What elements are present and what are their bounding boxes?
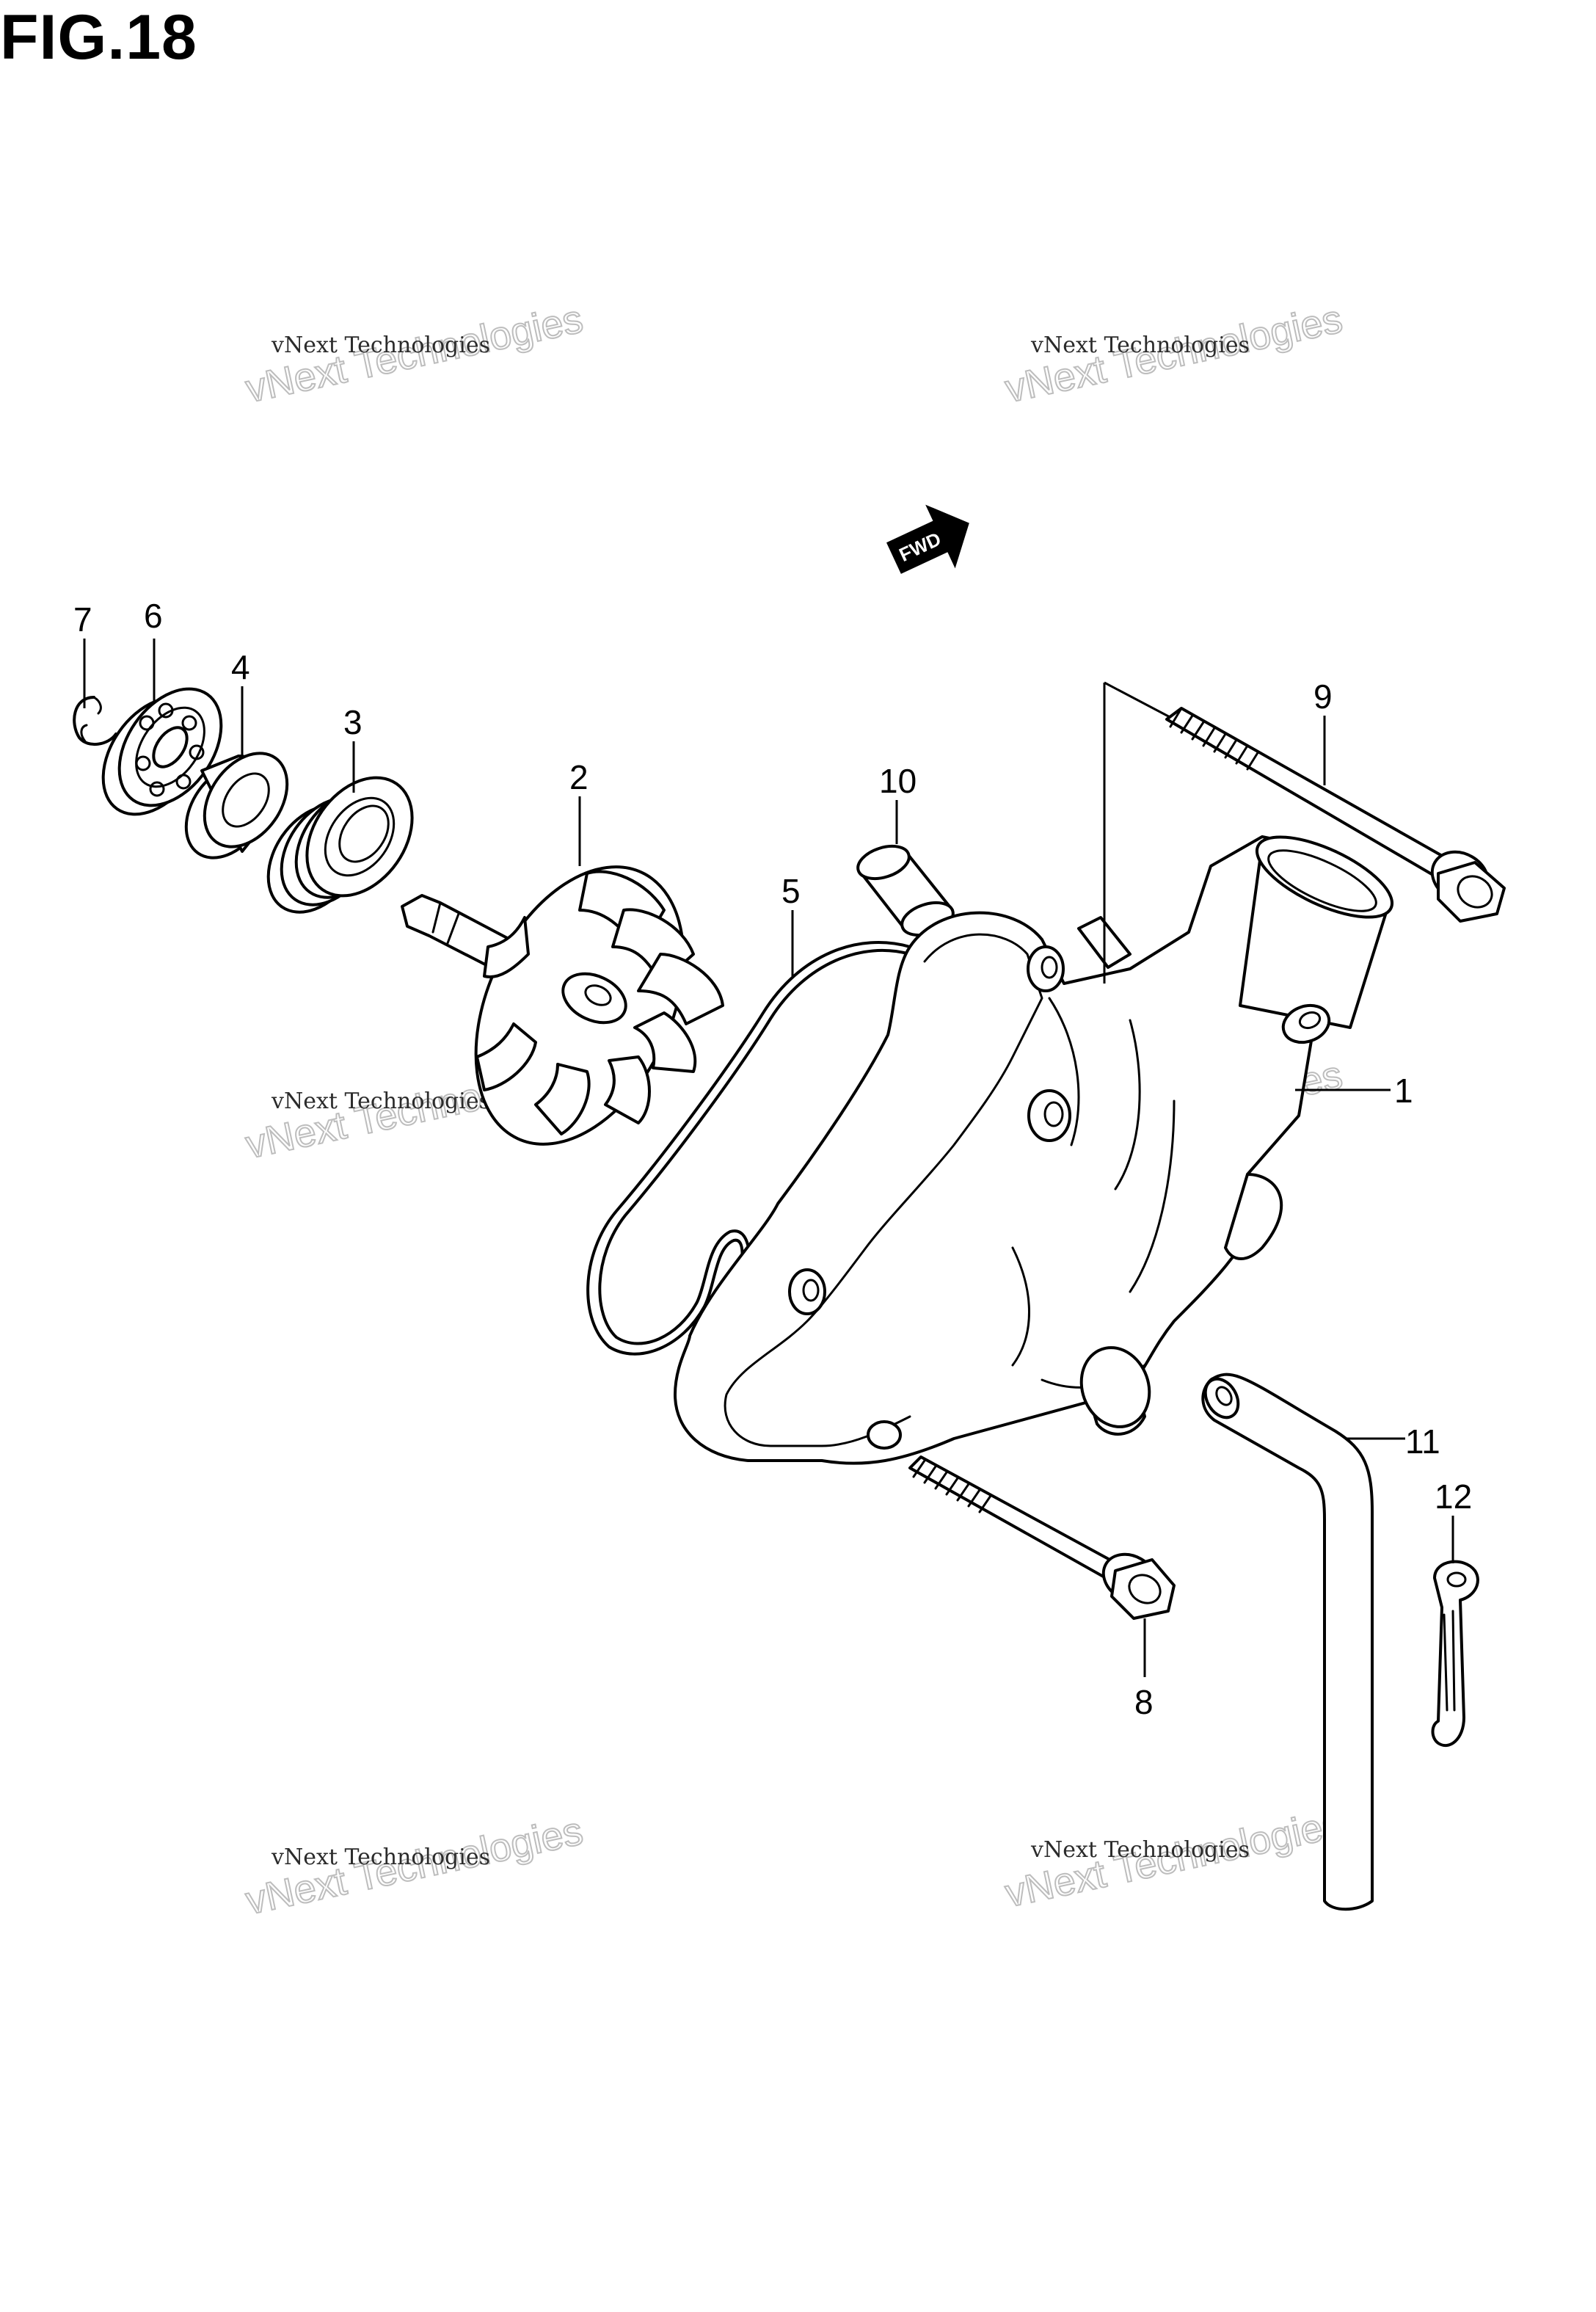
part-4-bearing <box>184 752 289 859</box>
part-3-mechanical-seal <box>266 776 414 914</box>
callout-11: 11 <box>1405 1422 1440 1461</box>
callout-1: 1 <box>1394 1072 1413 1110</box>
callout-4: 4 <box>231 648 250 686</box>
svg-text:vNext Technologies: vNext Technologies <box>1030 1837 1250 1863</box>
callout-5: 5 <box>781 872 801 910</box>
callout-7: 7 <box>73 600 92 639</box>
part-9-bolt <box>1165 707 1506 923</box>
part-5-o-ring <box>586 941 911 1367</box>
watermark: vNext Technologies vNext Technologies <box>1001 1800 1347 1916</box>
callout-10: 10 <box>879 762 917 800</box>
callout-6: 6 <box>144 597 163 635</box>
part-1-water-pump-case <box>674 835 1394 1465</box>
callout-2: 2 <box>569 758 589 796</box>
svg-text:vNext Technologies: vNext Technologies <box>271 1088 490 1114</box>
part-11-hose <box>1201 1373 1374 1911</box>
leader-9-bracket <box>1103 681 1175 984</box>
watermark: vNext Technologies vNext Technologies <box>1001 296 1347 412</box>
figure-title: FIG.18 <box>0 2 197 73</box>
watermark: vNext Technologies vNext Technologies <box>241 296 588 412</box>
callout-3: 3 <box>343 703 362 741</box>
part-7-circlip <box>73 696 117 746</box>
part-12-clip <box>1431 1560 1479 1748</box>
part-6-bearing <box>101 687 223 816</box>
callout-8: 8 <box>1134 1683 1154 1721</box>
svg-text:vNext Technologies: vNext Technologies <box>1030 332 1250 358</box>
part-2-impeller <box>401 865 724 1146</box>
callout-12: 12 <box>1435 1477 1472 1516</box>
svg-text:vNext Technologies: vNext Technologies <box>271 1844 490 1870</box>
callout-9: 9 <box>1313 677 1333 716</box>
part-8-bolt <box>908 1455 1176 1620</box>
watermark: vNext Technologies vNext Technologies <box>241 1808 588 1924</box>
svg-text:vNext Technologies: vNext Technologies <box>271 332 490 358</box>
fwd-arrow-icon: FWD <box>886 504 969 574</box>
